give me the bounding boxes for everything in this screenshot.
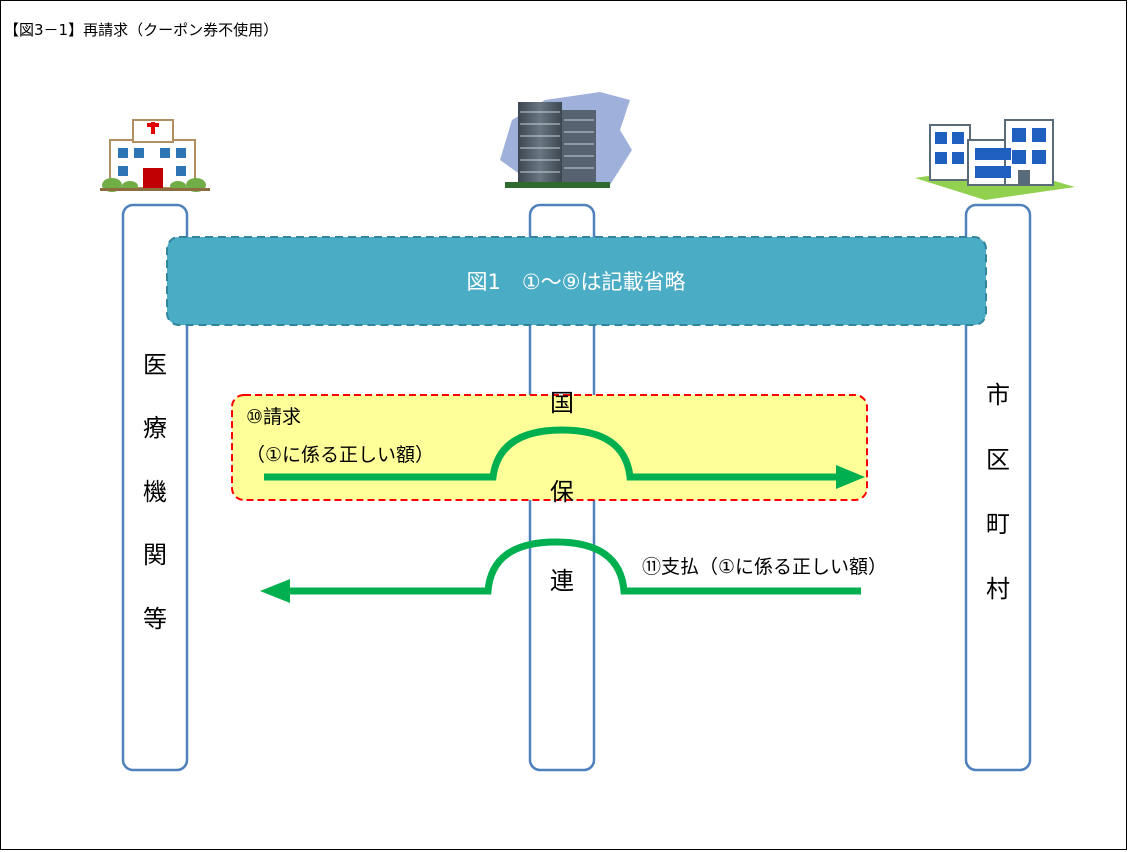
office-building-icon bbox=[500, 92, 632, 188]
column-label-municipality: 市 区 町 村 bbox=[986, 381, 1010, 603]
figure-title: 【図3－1】再請求（クーポン券不使用） bbox=[4, 21, 279, 39]
claim-label-line1: ⑩請求 bbox=[246, 406, 301, 428]
column-municipality bbox=[964, 203, 1032, 772]
claim-label-line2: （①に係る正しい額） bbox=[246, 444, 434, 466]
hospital-icon bbox=[100, 119, 210, 192]
column-char: 連 bbox=[550, 567, 574, 595]
column-label-medical: 医 療 機 関 等 bbox=[143, 351, 167, 633]
payment-arrow bbox=[260, 538, 861, 603]
column-medical bbox=[121, 203, 189, 772]
column-char: 医 bbox=[143, 351, 167, 379]
column-char: 関 bbox=[143, 541, 167, 569]
column-char: 市 bbox=[986, 381, 1010, 409]
city-hall-icon bbox=[915, 119, 1075, 200]
column-label-kokuhoren: 国 保 連 bbox=[550, 389, 574, 595]
column-char: 国 bbox=[550, 389, 574, 417]
column-char: 町 bbox=[986, 510, 1010, 538]
column-char: 村 bbox=[986, 575, 1010, 603]
column-char: 機 bbox=[143, 478, 167, 506]
claim-arrow bbox=[264, 426, 865, 489]
payment-label: ⑪支払（①に係る正しい額） bbox=[642, 556, 887, 578]
column-char: 等 bbox=[143, 605, 167, 633]
column-char: 保 bbox=[550, 478, 574, 506]
column-char: 区 bbox=[986, 446, 1010, 474]
column-char: 療 bbox=[143, 414, 167, 442]
banner-text: 図1 ①～⑨は記載省略 bbox=[466, 270, 685, 294]
summary-banner bbox=[166, 236, 987, 326]
